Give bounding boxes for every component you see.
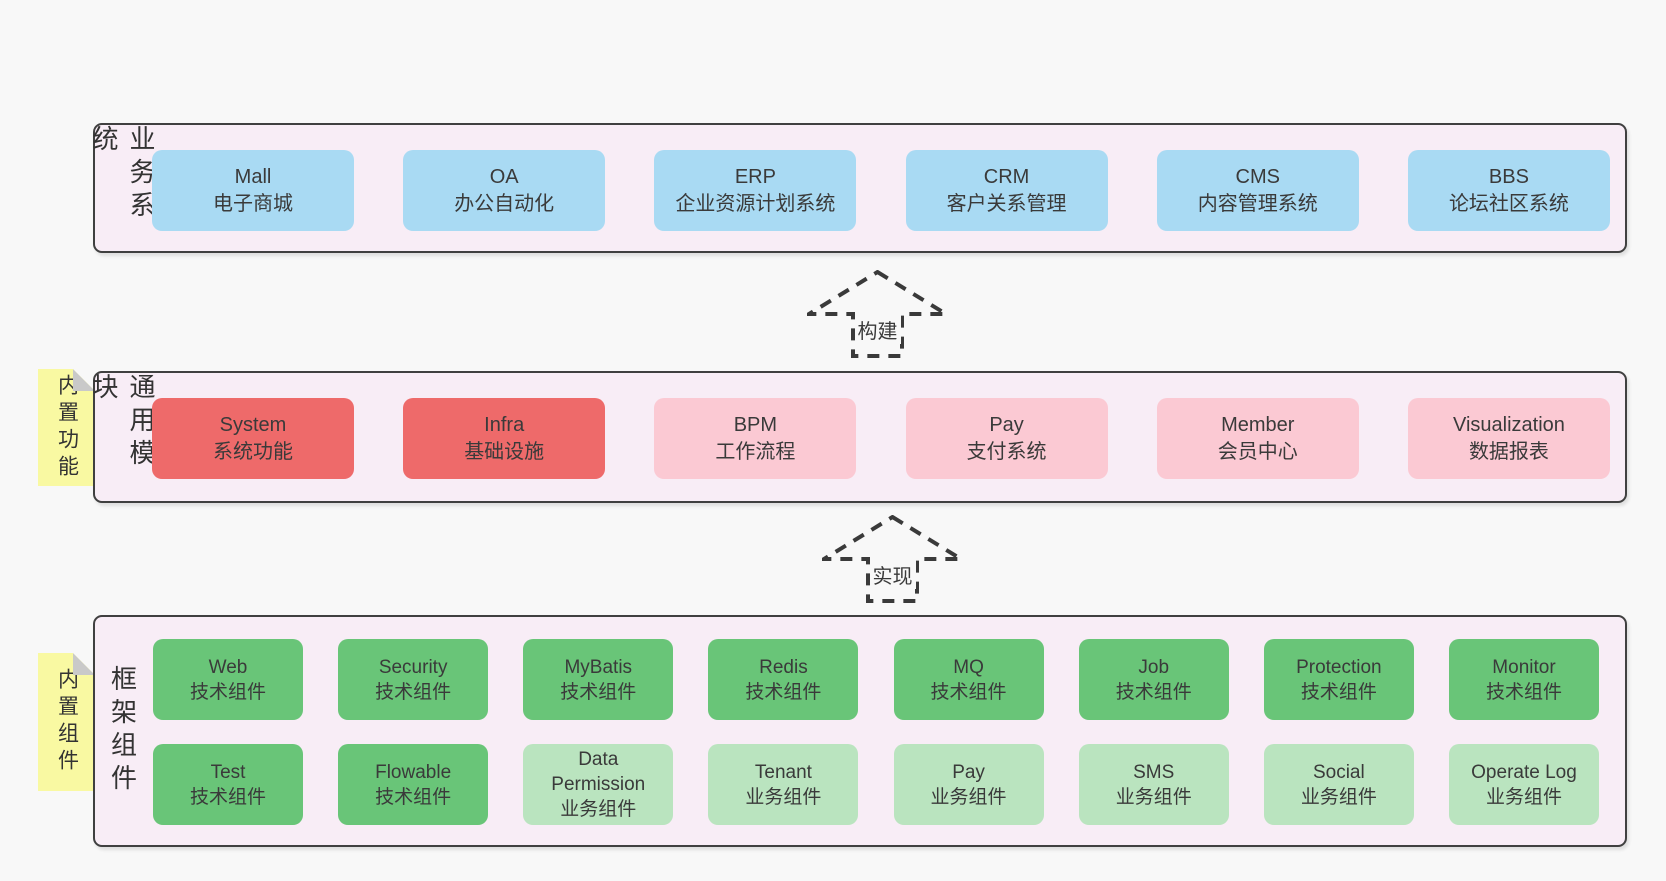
arrow-label: 构建 bbox=[854, 315, 901, 344]
box-mybatis: MyBatis 技术组件 bbox=[523, 639, 674, 720]
box-monitor: Monitor 技术组件 bbox=[1448, 639, 1599, 720]
box-erp: ERP 企业资源计划系统 bbox=[654, 150, 857, 231]
box-mall: Mall 电子商城 bbox=[152, 150, 354, 231]
box-flowable: Flowable 技术组件 bbox=[338, 744, 489, 825]
arrow-label: 实现 bbox=[869, 560, 916, 589]
box-member: Member 会员中心 bbox=[1156, 398, 1359, 479]
box-social: Social 业务组件 bbox=[1263, 744, 1414, 825]
box-visualization: Visualization 数据报表 bbox=[1407, 398, 1610, 479]
layer-label: 业务系统 bbox=[89, 125, 156, 224]
sticky-label: 内置功能 bbox=[55, 373, 79, 482]
box-web: Web 技术组件 bbox=[153, 639, 303, 720]
box-protection: Protection 技术组件 bbox=[1263, 639, 1414, 720]
box-bpm: BPM 工作流程 bbox=[654, 398, 857, 479]
layer-label: 框架组件 bbox=[107, 665, 138, 797]
tech-components-row: Web 技术组件 Security 技术组件 MyBatis 技术组件 Redi… bbox=[153, 639, 1599, 720]
business-box-row: Mall 电子商城 OA 办公自动化 ERP 企业资源计划系统 CRM 客户关系… bbox=[152, 150, 1610, 231]
sticky-note-built-in-features: 内置功能 bbox=[38, 369, 95, 486]
box-infra: Infra 基础设施 bbox=[403, 398, 606, 479]
build-arrow-icon: 构建 bbox=[807, 270, 948, 358]
box-system: System 系统功能 bbox=[152, 398, 354, 479]
folded-corner-icon bbox=[73, 653, 95, 675]
layer-common-modules: 通用模块 System 系统功能 Infra 基础设施 BPM 工作流程 Pay… bbox=[89, 371, 1627, 503]
box-cms: CMS 内容管理系统 bbox=[1156, 150, 1359, 231]
box-bbs: BBS 论坛社区系统 bbox=[1407, 150, 1610, 231]
modules-box-row: System 系统功能 Infra 基础设施 BPM 工作流程 Pay 支付系统… bbox=[152, 398, 1610, 479]
box-crm: CRM 客户关系管理 bbox=[905, 150, 1108, 231]
biz-components-row: Test 技术组件 Flowable 技术组件 Data Permission … bbox=[153, 744, 1599, 825]
box-test: Test 技术组件 bbox=[153, 744, 303, 825]
box-operate-log: Operate Log 业务组件 bbox=[1448, 744, 1599, 825]
box-pay: Pay 业务组件 bbox=[893, 744, 1044, 825]
box-data-permission: Data Permission 业务组件 bbox=[523, 744, 674, 825]
box-job: Job 技术组件 bbox=[1078, 639, 1229, 720]
layer-label: 通用模块 bbox=[89, 373, 156, 472]
layer-business-systems: 业务系统 Mall 电子商城 OA 办公自动化 ERP 企业资源计划系统 CRM… bbox=[89, 123, 1627, 253]
box-mq: MQ 技术组件 bbox=[893, 639, 1044, 720]
sticky-note-built-in-components: 内置组件 bbox=[38, 653, 95, 791]
box-pay: Pay 支付系统 bbox=[905, 398, 1108, 479]
sticky-label: 内置组件 bbox=[55, 668, 79, 776]
box-sms: SMS 业务组件 bbox=[1078, 744, 1229, 825]
implement-arrow-icon: 实现 bbox=[822, 515, 963, 603]
box-tenant: Tenant 业务组件 bbox=[708, 744, 859, 825]
layer-framework-components: 框架组件 Web 技术组件 Security 技术组件 MyBatis 技术组件… bbox=[93, 615, 1627, 847]
box-redis: Redis 技术组件 bbox=[708, 639, 859, 720]
box-security: Security 技术组件 bbox=[338, 639, 489, 720]
box-oa: OA 办公自动化 bbox=[403, 150, 606, 231]
